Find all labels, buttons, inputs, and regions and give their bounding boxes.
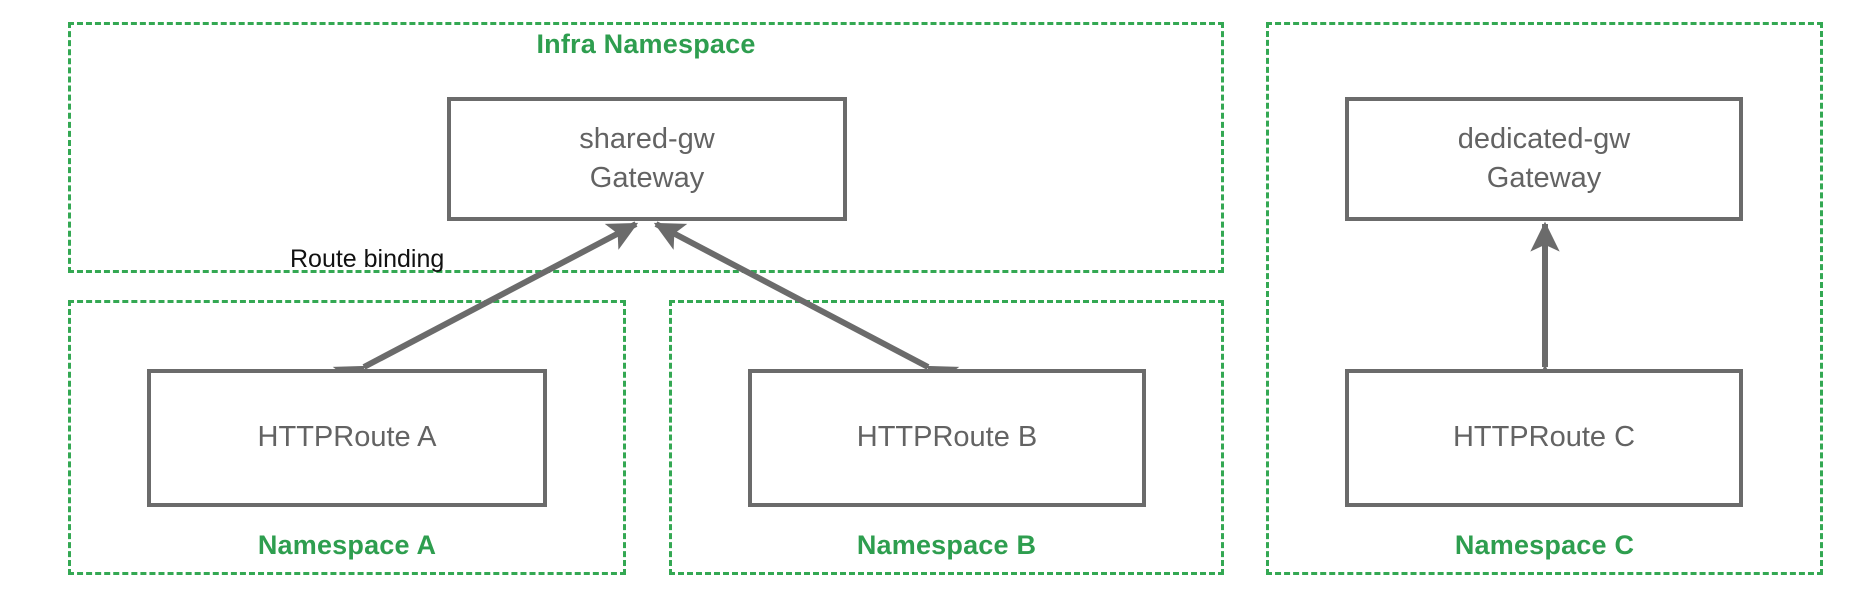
resource-box-httproute-b: HTTPRoute B [748, 369, 1146, 507]
resource-box-httproute-c: HTTPRoute C [1345, 369, 1743, 507]
namespace-box-c [1266, 22, 1823, 575]
namespace-label-c: Namespace C [1454, 530, 1635, 560]
resource-box-httproute-a: HTTPRoute A [147, 369, 547, 507]
resource-box-dedicated-gw: dedicated-gw Gateway [1345, 97, 1743, 221]
route-binding-label: Route binding [290, 245, 445, 273]
namespace-label-b: Namespace B [856, 530, 1037, 560]
namespace-box-infra [68, 22, 1224, 273]
namespace-label-a: Namespace A [257, 530, 437, 560]
resource-box-shared-gw: shared-gw Gateway [447, 97, 847, 221]
namespace-label-infra: Infra Namespace [536, 29, 756, 59]
